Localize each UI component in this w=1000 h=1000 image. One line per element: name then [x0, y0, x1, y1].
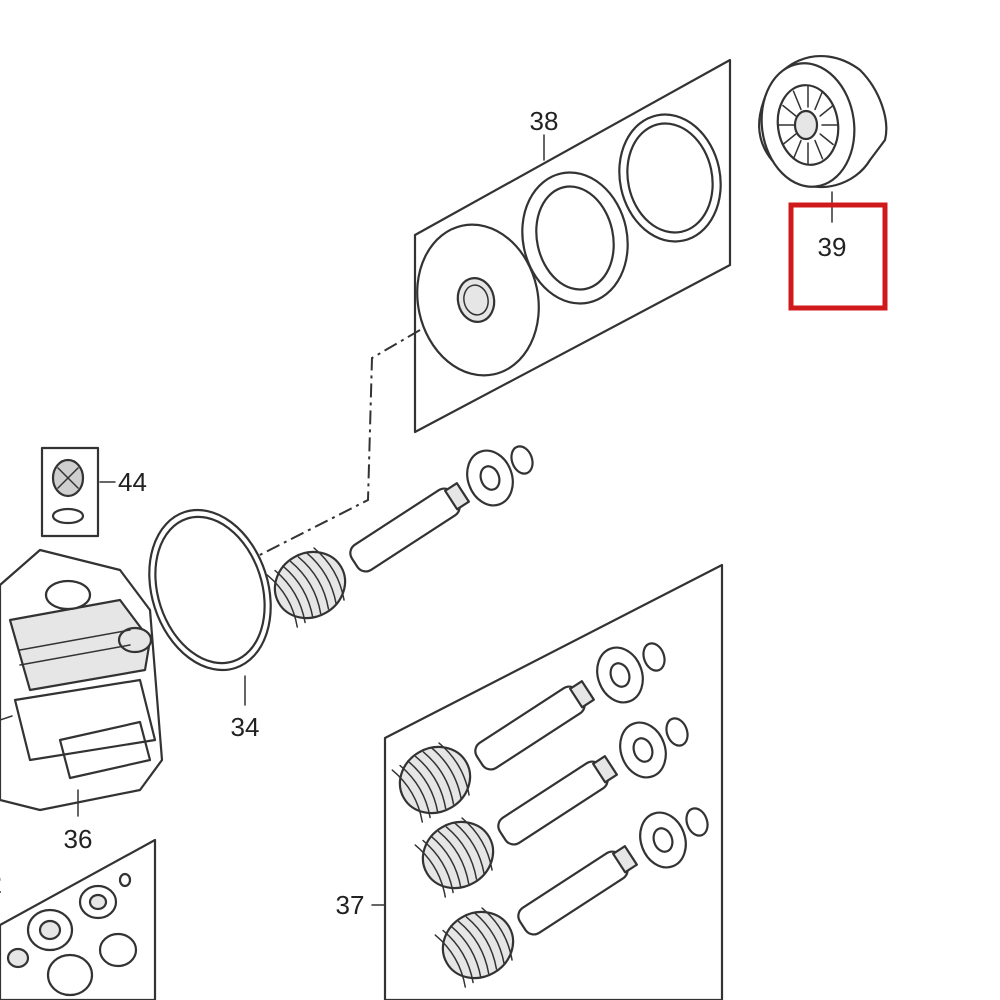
part-38-seal-kit[interactable]: 38 — [404, 58, 733, 434]
part-34-drawing — [148, 508, 272, 672]
part-39-drawing — [758, 54, 888, 189]
part-44-drawing — [51, 458, 85, 525]
part-36-housing[interactable]: 36 — [0, 548, 164, 854]
label-36: 36 — [64, 824, 93, 854]
part-37-drawing — [391, 642, 709, 988]
part-37-piston-set[interactable]: 37 — [336, 563, 724, 1000]
label-39: 39 — [818, 232, 847, 262]
part-2-drawing — [6, 872, 138, 997]
part-36-drawing — [0, 548, 164, 812]
part-2-frame — [0, 838, 157, 1000]
part-44-plug[interactable]: 44 — [40, 446, 147, 538]
part-38-oring — [618, 113, 722, 243]
piston-assembly-top — [266, 445, 534, 628]
label-34: 34 — [231, 712, 260, 742]
part-38-ring — [521, 171, 629, 305]
part-2-valve-set[interactable]: 2 — [0, 838, 157, 1000]
part-34-oring[interactable]: 34 — [129, 494, 290, 742]
label-37: 37 — [336, 890, 365, 920]
label-44: 44 — [118, 467, 147, 497]
highlight-box — [788, 202, 888, 311]
part-39-valve-plate[interactable]: 39 — [754, 54, 888, 311]
label-38: 38 — [530, 106, 559, 136]
label-2: 2 — [0, 869, 2, 899]
part-38-pressure-plate — [416, 223, 540, 377]
center-line — [249, 329, 421, 561]
